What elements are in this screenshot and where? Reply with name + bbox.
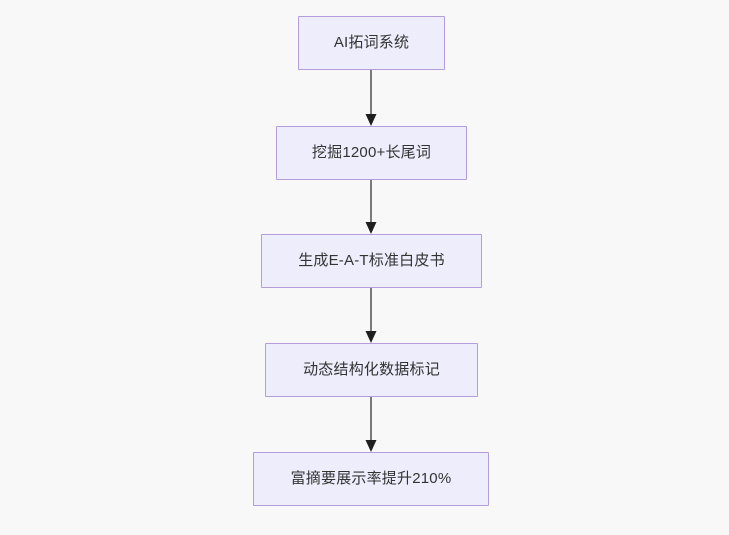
flowchart-node-1-label: AI拓词系统 bbox=[333, 34, 410, 51]
flowchart-node-4[interactable]: 动态结构化数据标记 bbox=[265, 343, 478, 397]
flowchart-node-5-label: 富摘要展示率提升210% bbox=[290, 470, 452, 487]
edge-node2-node3 bbox=[365, 180, 377, 234]
flowchart-node-1[interactable]: AI拓词系统 bbox=[298, 16, 445, 70]
flowchart-node-3-label: 生成E-A-T标准白皮书 bbox=[298, 252, 445, 269]
flowchart-node-4-label: 动态结构化数据标记 bbox=[303, 361, 440, 378]
edge-node3-node4 bbox=[365, 288, 377, 343]
flowchart-node-3[interactable]: 生成E-A-T标准白皮书 bbox=[261, 234, 482, 288]
edge-node1-node2 bbox=[365, 70, 377, 126]
edge-node4-node5 bbox=[365, 397, 377, 452]
flowchart-node-2[interactable]: 挖掘1200+长尾词 bbox=[276, 126, 467, 180]
flowchart-node-2-label: 挖掘1200+长尾词 bbox=[311, 144, 432, 161]
flowchart-node-5[interactable]: 富摘要展示率提升210% bbox=[253, 452, 489, 506]
